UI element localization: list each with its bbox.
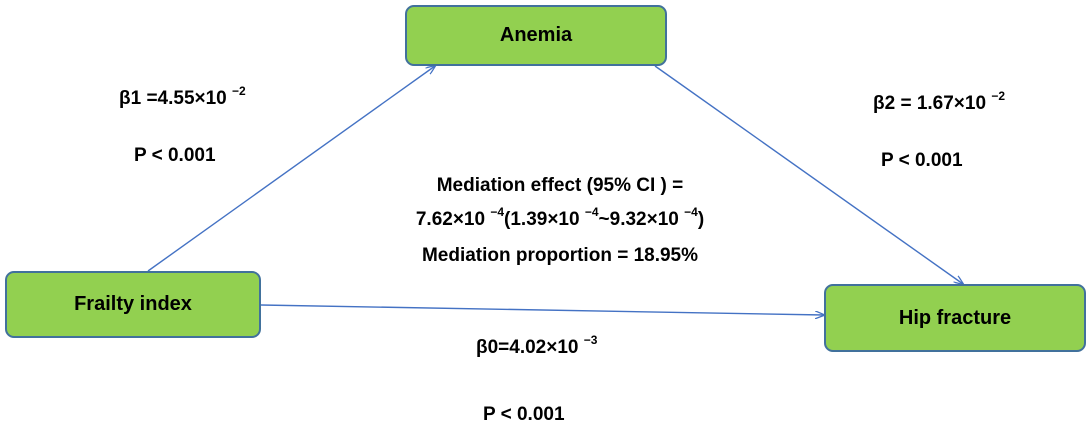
node-frailty-index: Frailty index — [5, 271, 261, 338]
node-hip-label: Hip fracture — [898, 306, 1012, 329]
mediation-proportion: Mediation proportion = 18.95% — [421, 245, 699, 266]
beta0-coefficient: β0=4.02×10 −3 — [476, 333, 598, 358]
beta2-p-value: P < 0.001 — [881, 150, 963, 171]
beta1-coefficient: β1 =4.55×10 −2 — [119, 84, 246, 109]
node-frailty-label: Frailty index — [74, 293, 192, 315]
node-hip-fracture: Hip fracture — [824, 284, 1086, 352]
arrow-frailty-to-hip — [260, 304, 824, 315]
node-anemia: Anemia — [405, 5, 667, 66]
beta1-p-value: P < 0.001 — [134, 145, 216, 166]
arrow-anemia-to-hip — [654, 65, 963, 284]
node-anemia-label: Anemia — [499, 24, 573, 46]
mediation-effect-ci: 7.62×10 −4(1.39×10 −4~9.32×10 −4) — [415, 205, 705, 230]
beta2-coefficient: β2 = 1.67×10 −2 — [873, 89, 1005, 114]
arrow-frailty-to-anemia — [147, 66, 435, 272]
mediation-effect-title: Mediation effect (95% CI ) = — [436, 175, 684, 196]
beta0-p-value: P < 0.001 — [483, 404, 565, 425]
